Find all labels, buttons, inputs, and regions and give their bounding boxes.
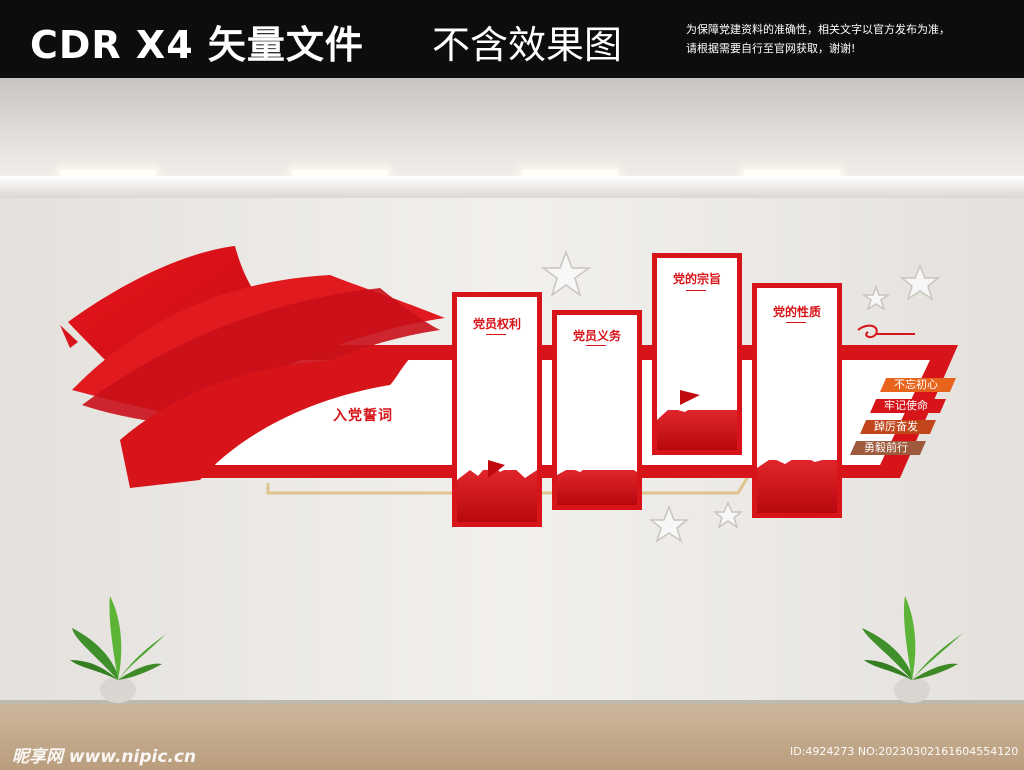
main-title: CDR X4 矢量文件 (30, 23, 364, 67)
note-line-2: 请根据需要自行至官网获取，谢谢! (686, 42, 856, 55)
oath-label: 入党誓词 (333, 408, 393, 424)
ceiling-light (522, 170, 618, 180)
slogan-tag: 不忘初心 (880, 378, 956, 392)
header-bar: CDR X4 矢量文件 不含效果图 为保障党建资料的准确性，相关文字以官方发布为… (0, 0, 1024, 78)
potted-plant-left (70, 596, 168, 703)
ceiling-light (744, 170, 840, 180)
baseboard (0, 700, 1024, 704)
panel-title-purpose: 党的宗旨 (672, 272, 721, 286)
panel-duties (552, 310, 642, 510)
panel-title-duties: 党员义务 (572, 329, 621, 343)
ceiling-light (60, 170, 156, 180)
header-note: 为保障党建资料的准确性，相关文字以官方发布为准， 请根据需要自行至官网获取，谢谢… (686, 20, 1016, 58)
red-flag-graphic (60, 246, 445, 488)
title-dividers (486, 290, 806, 346)
ceiling (0, 78, 1024, 183)
panel-title-nature: 党的性质 (772, 305, 821, 319)
slogan-tag: 踔厉奋发 (860, 420, 936, 434)
sub-title: 不含效果图 (432, 23, 623, 67)
panel-nature (752, 283, 842, 518)
note-line-1: 为保障党建资料的准确性，相关文字以官方发布为准， (686, 23, 950, 36)
panel-rights (452, 292, 542, 527)
panel-title-rights: 党员权利 (472, 317, 521, 331)
potted-plant-right (862, 596, 964, 703)
watermark-id: ID:4924273 NO:20230302161604554120 (790, 745, 1019, 758)
panel-purpose (652, 253, 742, 455)
watermark-logo: 昵享网 www.nipic.cn (12, 747, 197, 767)
star-decorations (540, 249, 941, 543)
ceiling-light (292, 170, 388, 180)
cloud-motif (857, 324, 915, 339)
floor (0, 704, 1024, 770)
slogan-tag: 牢记使命 (870, 399, 946, 413)
slogan-tag: 勇毅前行 (850, 441, 926, 455)
